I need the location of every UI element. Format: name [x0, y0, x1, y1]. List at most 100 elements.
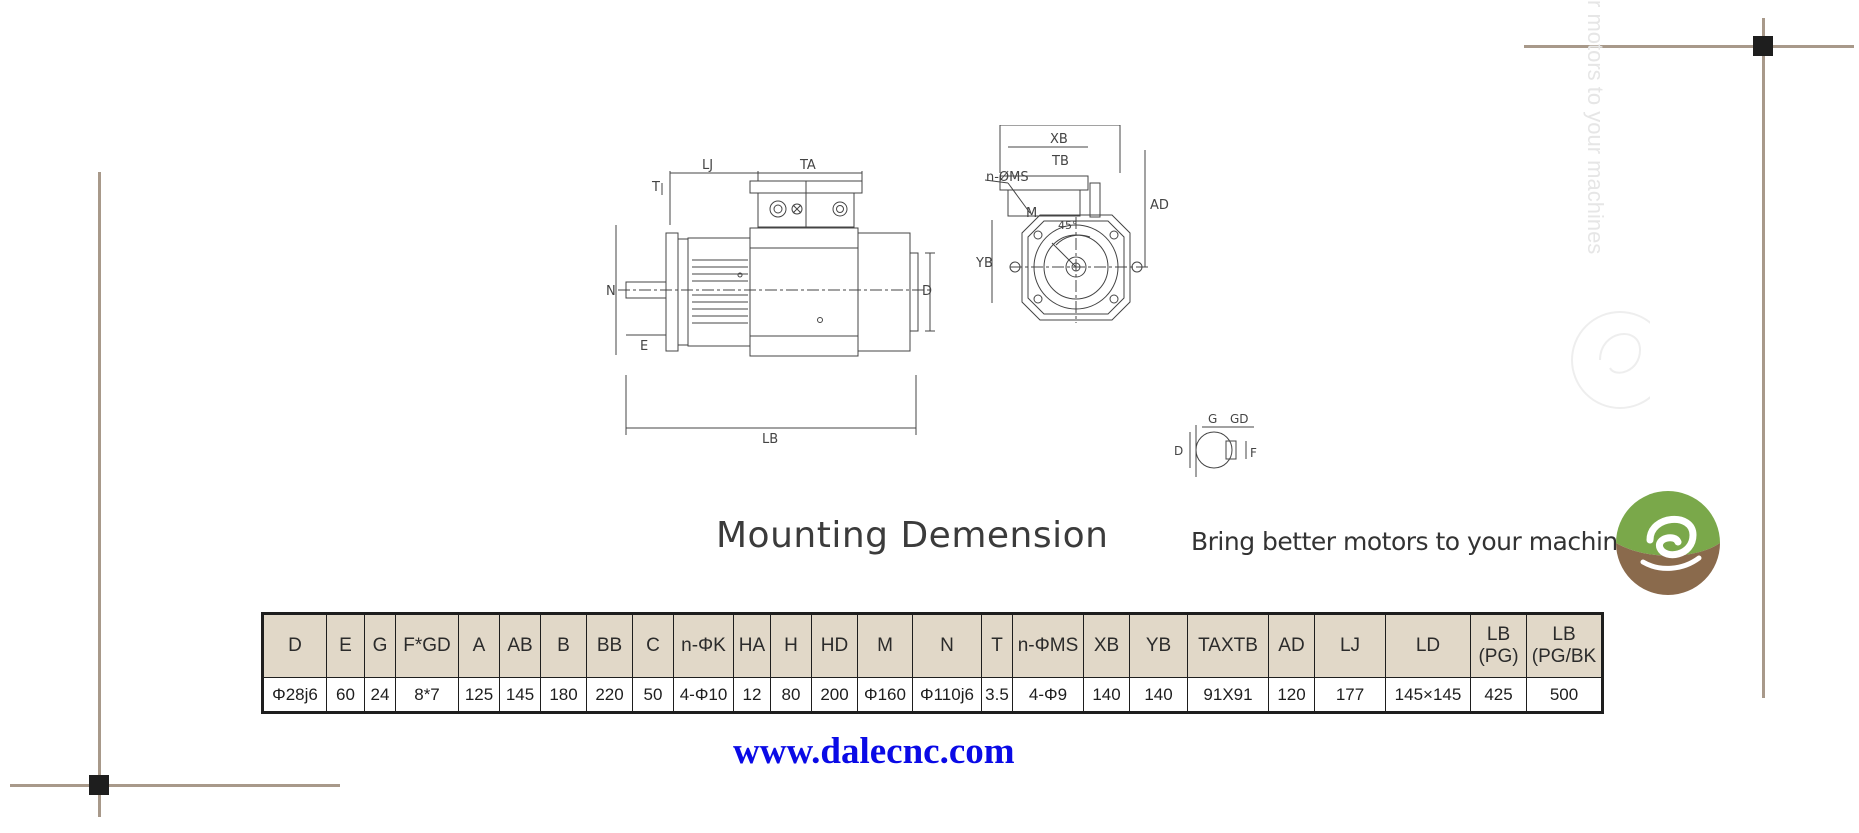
finned-body: [687, 237, 751, 347]
table-cell: 80: [770, 677, 812, 713]
label-shaft-d: D: [1174, 444, 1183, 458]
table-cell: 91X91: [1187, 677, 1269, 713]
table-cell: 140: [1083, 677, 1130, 713]
label-xb: XB: [1050, 132, 1068, 147]
col-header-b: B: [540, 613, 587, 678]
table-cell: 4-Φ9: [1012, 677, 1084, 713]
table-cell: 500: [1526, 677, 1603, 713]
col-header-taxtb: TAXTB: [1187, 613, 1269, 678]
col-header-yb: YB: [1129, 613, 1188, 678]
frame-line-top-right-h: [1524, 45, 1854, 48]
table-cell: Φ110j6: [912, 677, 982, 713]
col-header-d: D: [262, 613, 327, 678]
col-header-ab: AB: [499, 613, 541, 678]
label-45deg: 45°: [1058, 219, 1078, 232]
cable-gland-right: [832, 201, 848, 217]
label-n: N: [606, 284, 616, 299]
rear-cover: [857, 232, 911, 352]
col-header-ad: AD: [1268, 613, 1315, 678]
table-cell: 180: [540, 677, 587, 713]
mounting-hole: [1033, 230, 1043, 240]
label-ta: TA: [799, 158, 816, 173]
col-header-n-k: n-ΦK: [673, 613, 734, 678]
table-row: Φ28j6 60 24 8*7 125 145 180 220 50 4-Φ10…: [262, 677, 1603, 713]
dimension-table-wrapper: D E G F*GD A AB B BB C n-ΦK HA H HD M N …: [261, 612, 1604, 714]
table-cell: 145: [499, 677, 541, 713]
frame-corner-square-bottom-left: [89, 775, 109, 795]
website-link[interactable]: www.dalecnc.com: [733, 731, 1015, 772]
col-header-xb: XB: [1083, 613, 1130, 678]
label-gd: GD: [1230, 412, 1249, 426]
frame-line-top-right-v: [1762, 18, 1765, 698]
label-yb: YB: [975, 256, 993, 271]
watermark-text: r motors to your machines: [1583, 0, 1608, 254]
label-t: T: [651, 180, 660, 195]
col-header-hd: HD: [811, 613, 858, 678]
label-n-ms: n-ØMS: [986, 170, 1029, 185]
cable-gland-left: [769, 200, 787, 218]
table-cell: 425: [1470, 677, 1527, 713]
flange-inner: [677, 238, 689, 346]
col-header-a: A: [458, 613, 500, 678]
table-cell: 120: [1268, 677, 1315, 713]
watermark-logo-swirl: [1599, 333, 1642, 374]
table-cell: Φ28j6: [262, 677, 327, 713]
col-header-lb-pg-bk: LB (PG/BK: [1526, 613, 1603, 678]
col-header-lb-pg: LB (PG): [1470, 613, 1527, 678]
table-cell: 145×145: [1385, 677, 1471, 713]
flange: [665, 232, 679, 352]
col-header-c: C: [632, 613, 674, 678]
label-tb: TB: [1051, 154, 1069, 169]
watermark: r motors to your machines: [1571, 0, 1650, 409]
col-header-ha: HA: [733, 613, 771, 678]
label-f: F: [1250, 446, 1257, 460]
table-cell: 24: [364, 677, 396, 713]
frame-corner-square-top-right: [1753, 36, 1773, 56]
table-cell: 60: [326, 677, 365, 713]
table-cell: 3.5: [981, 677, 1013, 713]
label-g: G: [1208, 412, 1217, 426]
table-cell: 177: [1314, 677, 1386, 713]
table-cell: Φ160: [857, 677, 913, 713]
company-slogan: Bring better motors to your machines: [1191, 527, 1646, 556]
table-cell: 4-Φ10: [673, 677, 734, 713]
encoder-cap: [909, 252, 919, 332]
table-cell: 8*7: [395, 677, 459, 713]
shaft-key-detail: [1189, 425, 1254, 477]
table-cell: 125: [458, 677, 500, 713]
watermark-logo-mark: [1571, 311, 1650, 409]
shaft-key-labels: G GD D F: [1174, 412, 1257, 460]
label-lb: LB: [762, 432, 778, 447]
col-header-ld: LD: [1385, 613, 1471, 678]
label-lj: LJ: [702, 158, 713, 173]
table-cell: 220: [586, 677, 633, 713]
table-cell: 50: [632, 677, 674, 713]
col-header-lj: LJ: [1314, 613, 1386, 678]
col-header-bb: BB: [586, 613, 633, 678]
col-header-g: G: [364, 613, 396, 678]
table-cell: 200: [811, 677, 858, 713]
col-header-e: E: [326, 613, 365, 678]
col-header-m: M: [857, 613, 913, 678]
col-header-n: N: [912, 613, 982, 678]
col-header-h: H: [770, 613, 812, 678]
label-ad: AD: [1150, 198, 1169, 213]
motor-technical-drawing: LJ TA T N E D LB XB: [606, 125, 1257, 477]
side-view-labels: LJ TA T N E D LB: [606, 158, 932, 447]
table-cell: 12: [733, 677, 771, 713]
col-header-t: T: [981, 613, 1013, 678]
key: [1225, 440, 1237, 460]
motor-body: [749, 227, 859, 357]
front-view: [984, 125, 1150, 323]
col-header-f-gd: F*GD: [395, 613, 459, 678]
front-flange: [1021, 214, 1131, 321]
side-view: [615, 171, 935, 435]
table-header-row: D E G F*GD A AB B BB C n-ΦK HA H HD M N …: [262, 613, 1603, 678]
label-m: M: [1026, 206, 1037, 221]
frame-line-bottom-left-v: [98, 172, 101, 817]
earth-screw: [791, 203, 803, 215]
shaft-section: [1195, 431, 1233, 469]
company-logo-icon: [1616, 491, 1720, 595]
logo-swirl: [1646, 516, 1697, 559]
label-e: E: [640, 339, 648, 354]
